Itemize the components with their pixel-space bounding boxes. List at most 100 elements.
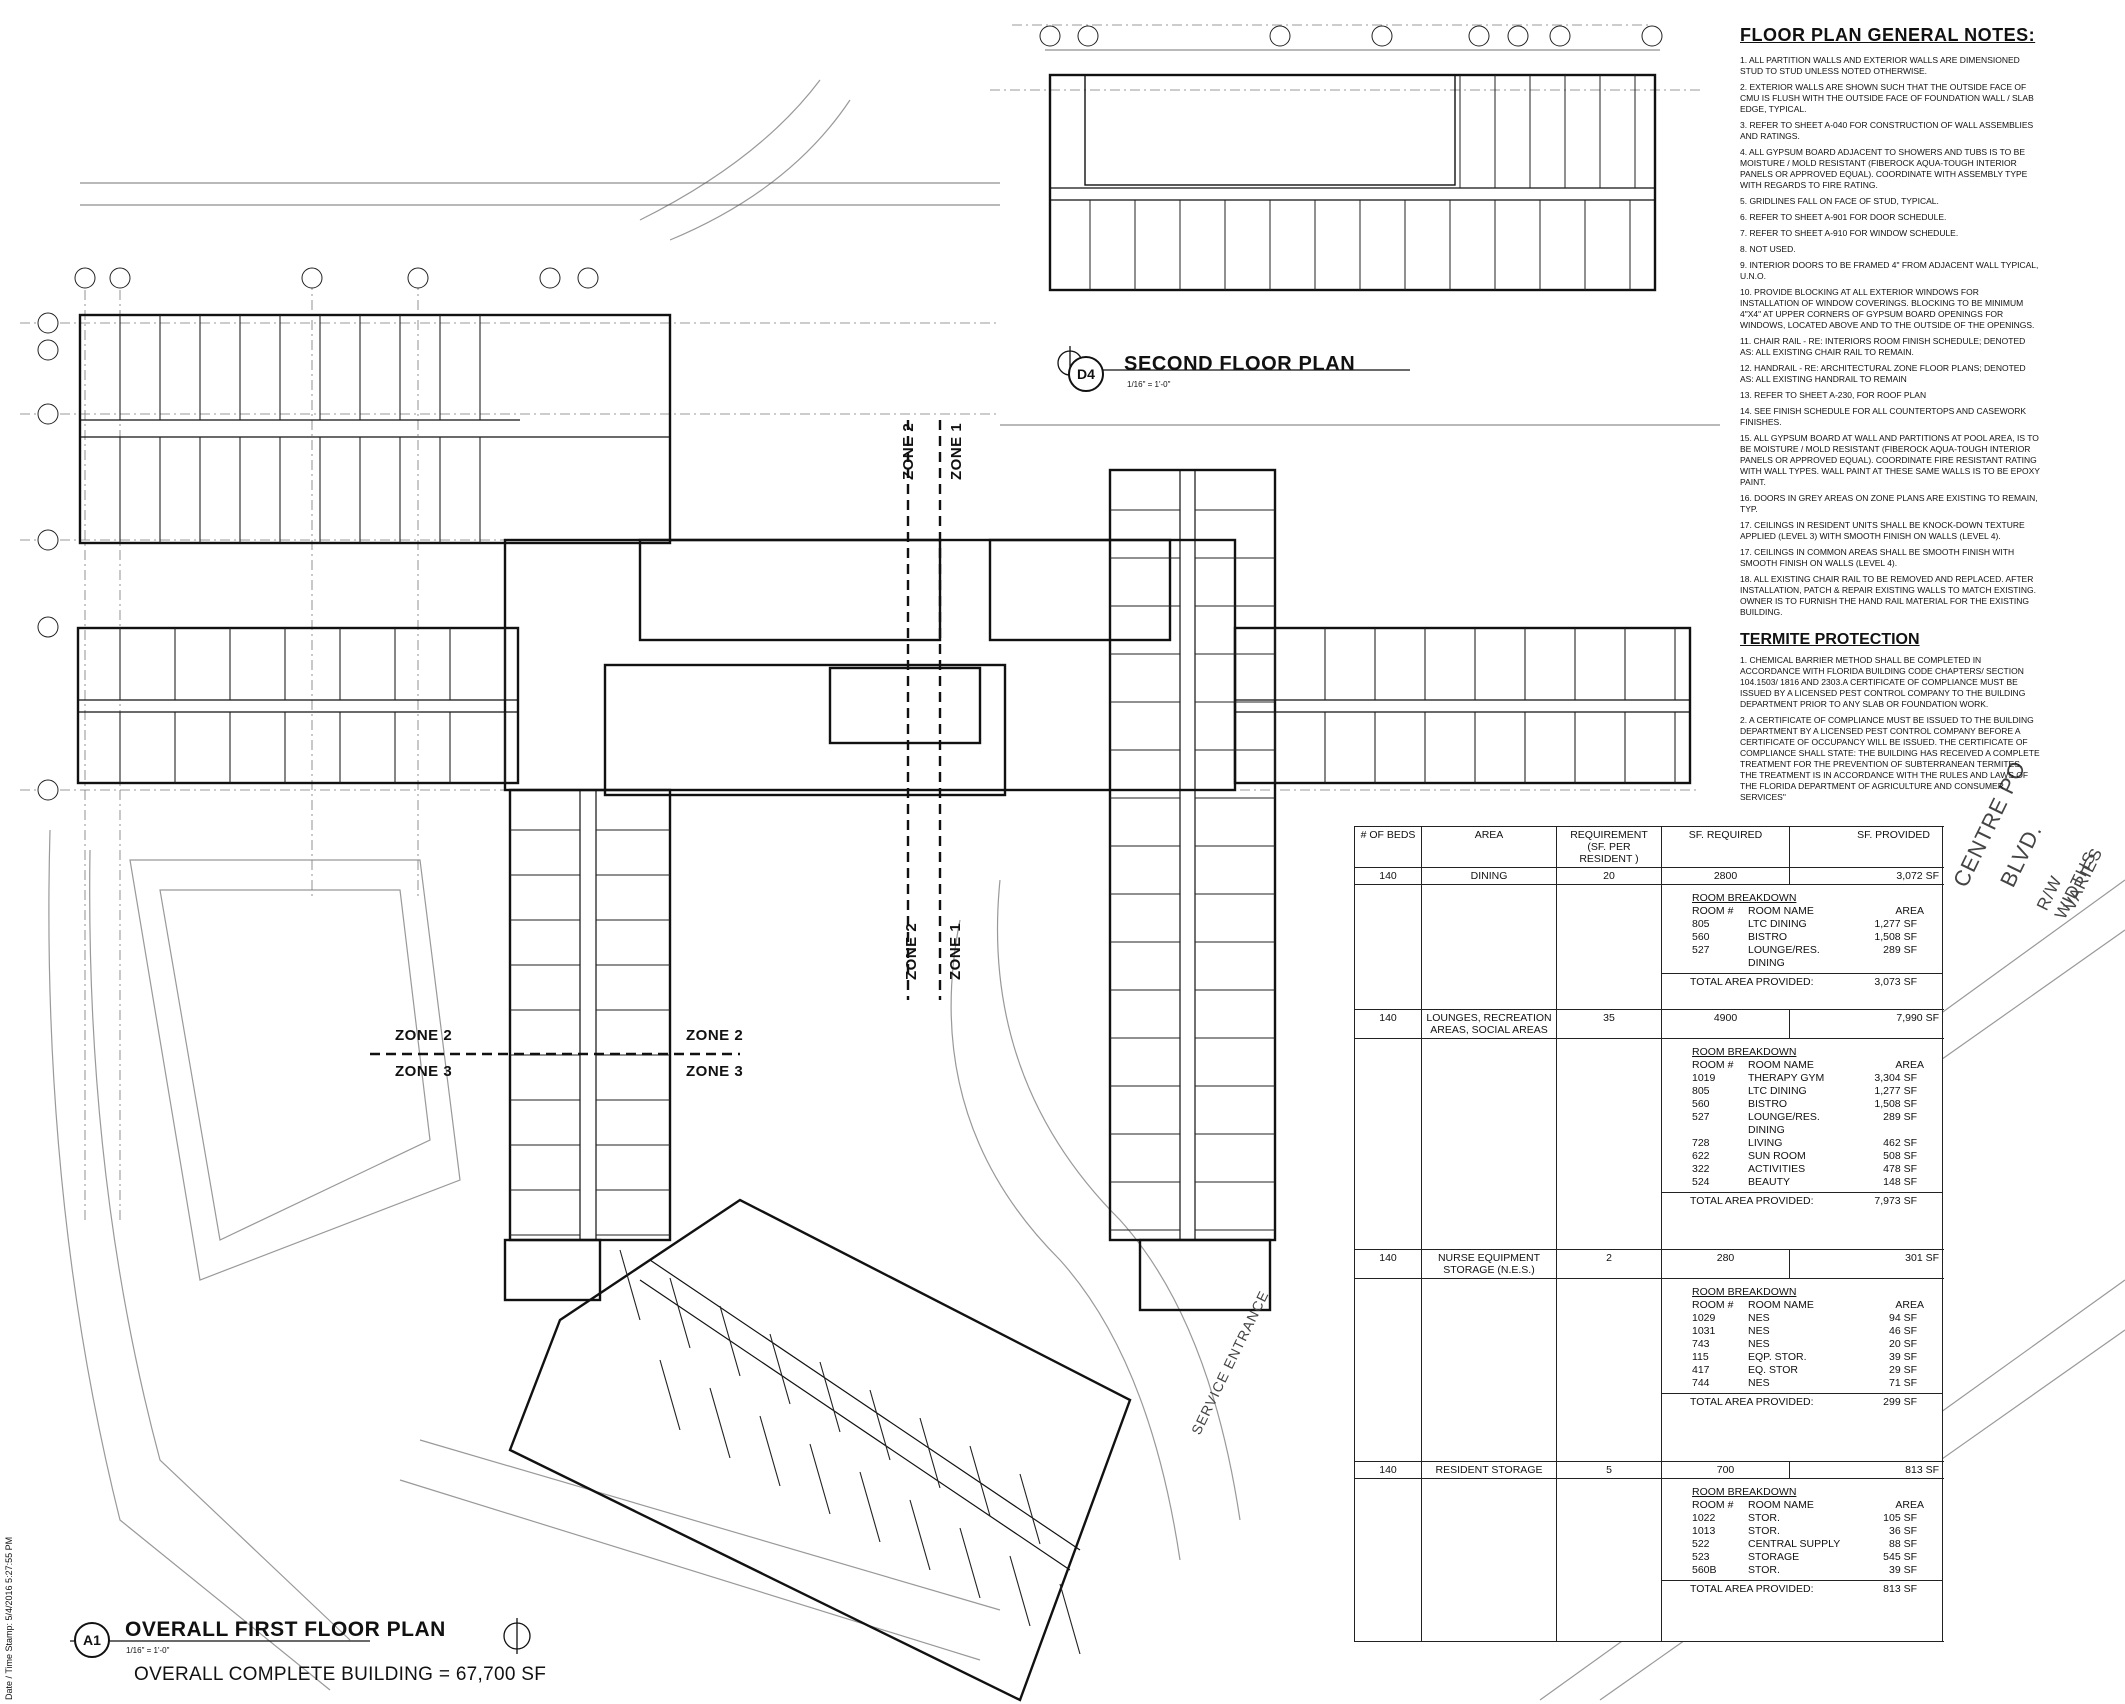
room-number: 527 [1692,944,1710,956]
area-requirements-table: # OF BEDS AREA REQUIREMENT (SF. PER RESI… [1354,826,1943,1642]
table-cell-beds: 140 [1354,867,1422,885]
west-wing [76,626,520,785]
room-area: 39 SF [1888,1564,1917,1576]
room-area: 20 SF [1888,1338,1917,1350]
south-wing-right [1108,468,1277,1242]
note-item: 15. ALL GYPSUM BOARD AT WALL AND PARTITI… [1740,433,2040,487]
room-name: LOUNGE/RES. DINING [1748,944,1820,969]
room-name: STOR. [1748,1512,1780,1524]
second-floor-outline [1048,73,1657,292]
north-wing [78,313,672,545]
room-partition [869,1389,891,1461]
total-area-row: TOTAL AREA PROVIDED:3,073 SF [1662,973,1942,988]
note-item: 1. CHEMICAL BARRIER METHOD SHALL BE COMP… [1740,655,2026,709]
room-area: 1,277 SF [1874,918,1917,930]
table-cell-req: 5 [1556,1461,1662,1479]
zone-label: ZONE 2 [900,422,917,480]
grid-bubble [37,616,59,638]
room-name: NES [1748,1377,1770,1389]
header-area: AREA [1421,826,1557,868]
room-breakdown-title: ROOM BREAKDOWN [1692,1486,1797,1498]
table-cell-required: 700 [1661,1461,1790,1479]
room-partition [1019,1473,1041,1545]
room-name: SUN ROOM [1748,1150,1806,1162]
total-area-label: TOTAL AREA PROVIDED: [1690,1396,1814,1408]
empty-cell [1354,1038,1422,1250]
room-partition [719,1305,741,1377]
empty-cell [1354,1478,1422,1642]
room-area: 289 SF [1883,944,1917,956]
table-cell-provided: 301 SF [1789,1249,1943,1279]
note-item: 6. REFER TO SHEET A-901 FOR DOOR SCHEDUL… [1740,212,1947,222]
site-curve [89,849,351,1641]
room-area: 71 SF [1888,1377,1917,1389]
room-area: 3,304 SF [1874,1072,1917,1084]
second-floor-scale: 1/16" = 1'-0" [1127,380,1171,389]
note-item: 2. A CERTIFICATE OF COMPLIANCE MUST BE I… [1740,715,2040,802]
total-area-row: TOTAL AREA PROVIDED:7,973 SF [1662,1192,1942,1207]
grid-bubble [1039,25,1061,47]
room-number: 622 [1692,1150,1710,1162]
zone-label: ZONE 1 [947,922,964,980]
empty-cell [1421,884,1557,1010]
room-area: 1,508 SF [1874,931,1917,943]
room-header-name: ROOM NAME [1748,1299,1814,1311]
room-header-area: AREA [1895,905,1924,917]
header-requirement: REQUIREMENT (SF. PER RESIDENT ) [1556,826,1662,868]
table-cell-area: DINING [1421,867,1557,885]
room-area: 105 SF [1883,1512,1917,1524]
room-area: 1,508 SF [1874,1098,1917,1110]
room-partition [709,1387,731,1459]
site-curve [48,829,331,1691]
room-partition [859,1471,881,1543]
room-number: 524 [1692,1176,1710,1188]
room-partition [1009,1555,1031,1627]
grid-bubble [37,312,59,334]
room-area: 148 SF [1883,1176,1917,1188]
room-partition [1059,1583,1081,1655]
room-name: EQP. STOR. [1748,1351,1807,1363]
room-area: 545 SF [1883,1551,1917,1563]
room-name: LTC DINING [1748,918,1807,930]
total-area-value: 813 SF [1883,1583,1917,1595]
empty-cell [1556,884,1662,1010]
kitchen-block [828,666,982,745]
room-area: 46 SF [1888,1325,1917,1337]
total-area-row: TOTAL AREA PROVIDED:299 SF [1662,1393,1942,1408]
admin-block [638,538,942,642]
grid-bubble [37,339,59,361]
room-area: 36 SF [1888,1525,1917,1537]
room-name: BISTRO [1748,931,1788,943]
room-number: 115 [1692,1351,1709,1363]
note-item: 17. CEILINGS IN RESIDENT UNITS SHALL BE … [1740,520,2025,541]
table-header-row: # OF BEDS AREA REQUIREMENT (SF. PER RESI… [1354,826,1943,868]
room-area: 462 SF [1883,1137,1917,1149]
note-item: 3. REFER TO SHEET A-040 FOR CONSTRUCTION… [1740,120,2034,141]
room-partition [759,1415,781,1487]
room-name: STOR. [1748,1564,1780,1576]
room-area: 29 SF [1888,1364,1917,1376]
room-number: 1022 [1692,1512,1716,1524]
grid-bubble [109,267,131,289]
zone-label: ZONE 1 [948,422,965,480]
view-tag-a1: A1 [74,1622,110,1658]
room-breakdown-title: ROOM BREAKDOWN [1692,892,1797,904]
room-partition [959,1527,981,1599]
